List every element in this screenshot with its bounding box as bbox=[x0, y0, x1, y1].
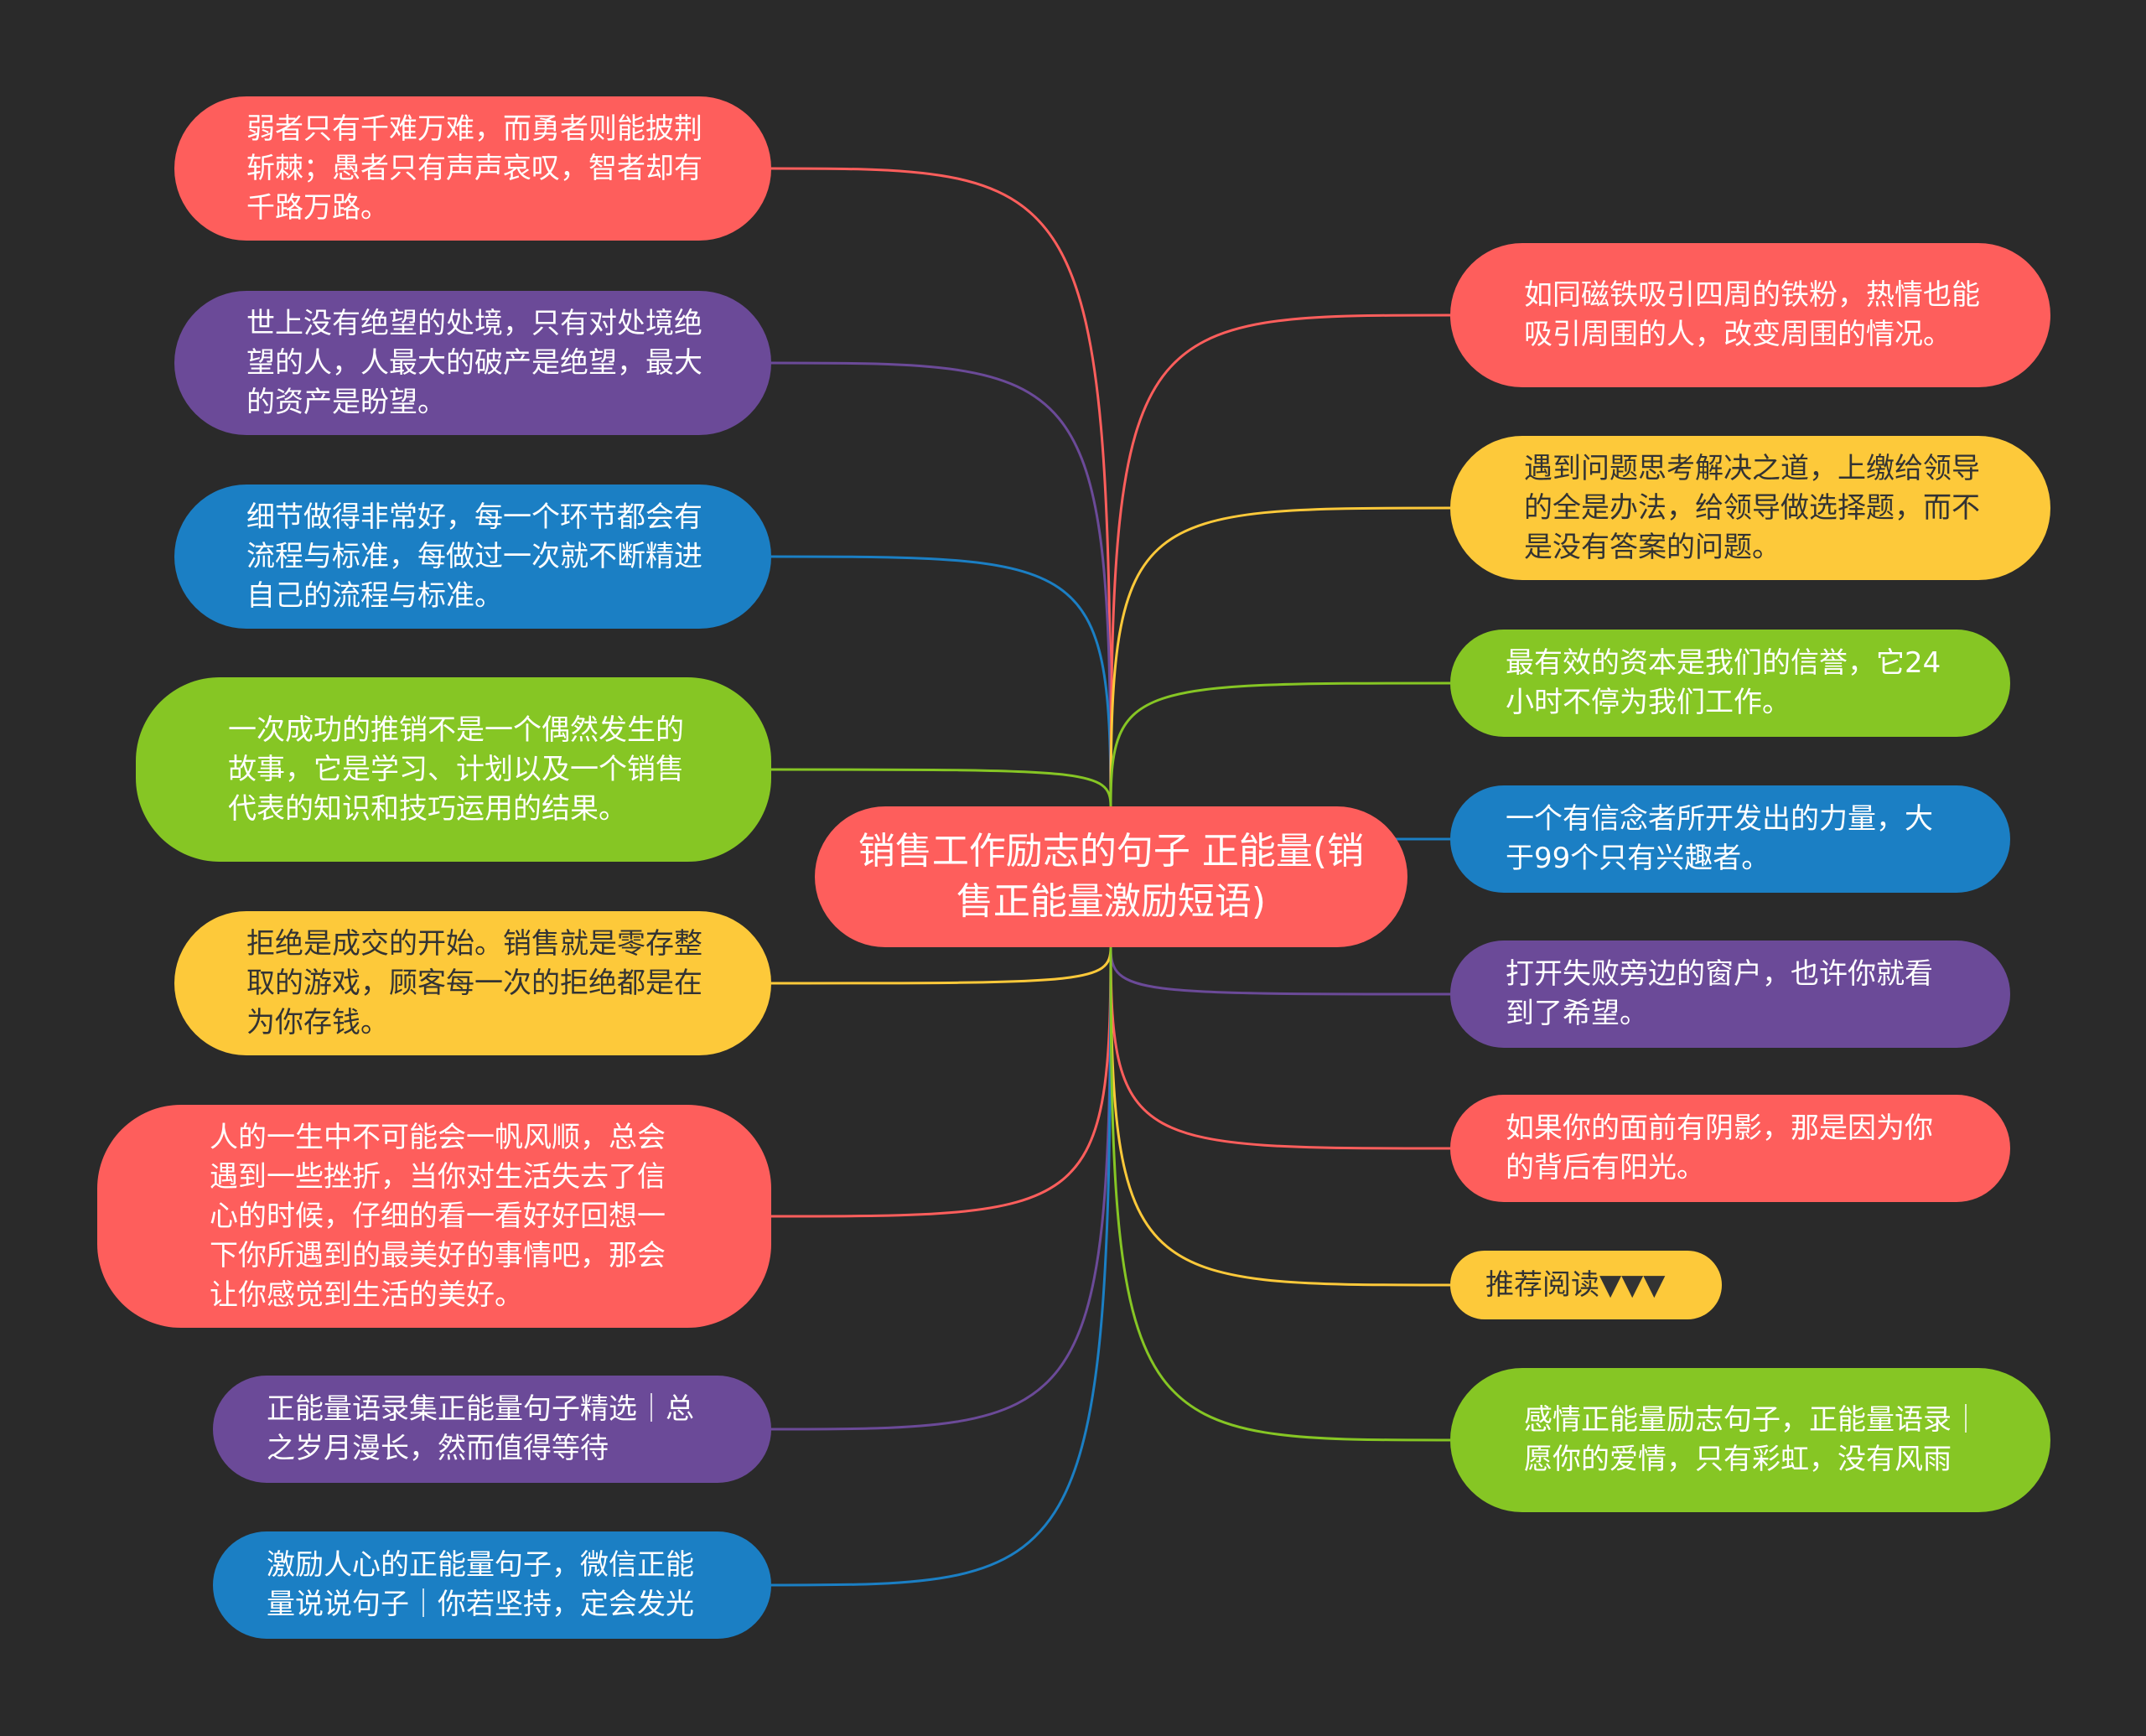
branch-text: 一个有信念者所开发出的力量，大于99个只有兴趣者。 bbox=[1506, 802, 1933, 875]
branch-text: 遇到问题思考解决之道，上缴给领导的全是办法，给领导做选择题，而不是没有答案的问题… bbox=[1524, 451, 1980, 564]
connector-right-8 bbox=[1109, 946, 1451, 1442]
branch-text: 如果你的面前有阴影，那是因为你的背后有阳光。 bbox=[1506, 1112, 1933, 1184]
branch-right-recommended[interactable]: 推荐阅读▼▼▼ bbox=[1450, 1251, 1722, 1319]
connector-left-3 bbox=[770, 555, 1112, 807]
branch-text: 细节做得非常好，每一个环节都会有流程与标准，每做过一次就不断精进自己的流程与标准… bbox=[246, 500, 702, 613]
connector-left-1 bbox=[770, 167, 1112, 807]
connector-right-6 bbox=[1109, 946, 1451, 1150]
branch-text: 推荐阅读▼▼▼ bbox=[1485, 1267, 1666, 1302]
connector-right-1 bbox=[1109, 314, 1451, 807]
connector-left-7 bbox=[770, 946, 1112, 1431]
branch-text: 激励人心的正能量句子，微信正能量说说句子｜你若坚持，定会发光 bbox=[267, 1548, 694, 1621]
branch-text: 如同磁铁吸引四周的铁粉，热情也能吸引周围的人，改变周围的情况。 bbox=[1524, 278, 1980, 351]
connector-right-7 bbox=[1109, 946, 1451, 1287]
branch-right-1[interactable]: 如同磁铁吸引四周的铁粉，热情也能吸引周围的人，改变周围的情况。 bbox=[1450, 243, 2050, 387]
branch-right-6[interactable]: 如果你的面前有阴影，那是因为你的背后有阳光。 bbox=[1450, 1095, 2010, 1202]
connector-right-5 bbox=[1109, 946, 1451, 996]
branch-text: 弱者只有千难万难，而勇者则能披荆斩棘；愚者只有声声哀叹，智者却有千路万路。 bbox=[246, 111, 702, 225]
connector-left-4 bbox=[770, 768, 1112, 807]
branch-text: 感情正能量励志句子，正能量语录｜愿你的爱情，只有彩虹，没有风雨 bbox=[1524, 1403, 1980, 1476]
branch-left-2[interactable]: 世上没有绝望的处境，只有对处境绝望的人，人最大的破产是绝望，最大的资产是盼望。 bbox=[174, 291, 771, 435]
branch-right-3[interactable]: 最有效的资本是我们的信誉，它24小时不停为我们工作。 bbox=[1450, 630, 2010, 737]
branch-left-3[interactable]: 细节做得非常好，每一个环节都会有流程与标准，每做过一次就不断精进自己的流程与标准… bbox=[174, 485, 771, 629]
branch-left-8[interactable]: 激励人心的正能量句子，微信正能量说说句子｜你若坚持，定会发光 bbox=[213, 1531, 771, 1639]
branch-text: 打开失败旁边的窗户，也许你就看到了希望。 bbox=[1506, 957, 1933, 1030]
branch-left-7[interactable]: 正能量语录集正能量句子精选｜总之岁月漫长，然而值得等待 bbox=[213, 1376, 771, 1483]
connector-left-2 bbox=[770, 361, 1112, 807]
branch-left-4[interactable]: 一次成功的推销不是一个偶然发生的故事，它是学习、计划以及一个销售代表的知识和技巧… bbox=[136, 677, 771, 862]
branch-right-5[interactable]: 打开失败旁边的窗户，也许你就看到了希望。 bbox=[1450, 941, 2010, 1048]
branch-left-1[interactable]: 弱者只有千难万难，而勇者则能披荆斩棘；愚者只有声声哀叹，智者却有千路万路。 bbox=[174, 96, 771, 241]
branch-right-8[interactable]: 感情正能量励志句子，正能量语录｜愿你的爱情，只有彩虹，没有风雨 bbox=[1450, 1368, 2050, 1512]
branch-right-2[interactable]: 遇到问题思考解决之道，上缴给领导的全是办法，给领导做选择题，而不是没有答案的问题… bbox=[1450, 436, 2050, 580]
branch-right-4[interactable]: 一个有信念者所开发出的力量，大于99个只有兴趣者。 bbox=[1450, 785, 2010, 893]
root-topic-text: 销售工作励志的句子 正能量(销售正能量激励短语) bbox=[858, 830, 1365, 923]
connector-left-5 bbox=[770, 946, 1112, 985]
branch-text: 一次成功的推销不是一个偶然发生的故事，它是学习、计划以及一个销售代表的知识和技巧… bbox=[228, 713, 684, 826]
branch-text: 世上没有绝望的处境，只有对处境绝望的人，人最大的破产是绝望，最大的资产是盼望。 bbox=[246, 306, 702, 419]
branch-text: 最有效的资本是我们的信誉，它24小时不停为我们工作。 bbox=[1506, 646, 1941, 719]
branch-left-6[interactable]: 人的一生中不可能会一帆风顺，总会遇到一些挫折，当你对生活失去了信心的时候，仔细的… bbox=[97, 1105, 771, 1328]
connector-right-3 bbox=[1109, 681, 1451, 807]
branch-text: 人的一生中不可能会一帆风顺，总会遇到一些挫折，当你对生活失去了信心的时候，仔细的… bbox=[210, 1120, 666, 1312]
connector-right-2 bbox=[1109, 506, 1451, 807]
connector-left-8 bbox=[770, 946, 1112, 1587]
branch-left-5[interactable]: 拒绝是成交的开始。销售就是零存整取的游戏，顾客每一次的拒绝都是在为你存钱。 bbox=[174, 911, 771, 1055]
branch-text: 拒绝是成交的开始。销售就是零存整取的游戏，顾客每一次的拒绝都是在为你存钱。 bbox=[246, 926, 702, 1039]
connector-left-6 bbox=[770, 946, 1112, 1218]
branch-text: 正能量语录集正能量句子精选｜总之岁月漫长，然而值得等待 bbox=[267, 1392, 694, 1465]
root-topic[interactable]: 销售工作励志的句子 正能量(销售正能量激励短语) bbox=[815, 806, 1407, 947]
